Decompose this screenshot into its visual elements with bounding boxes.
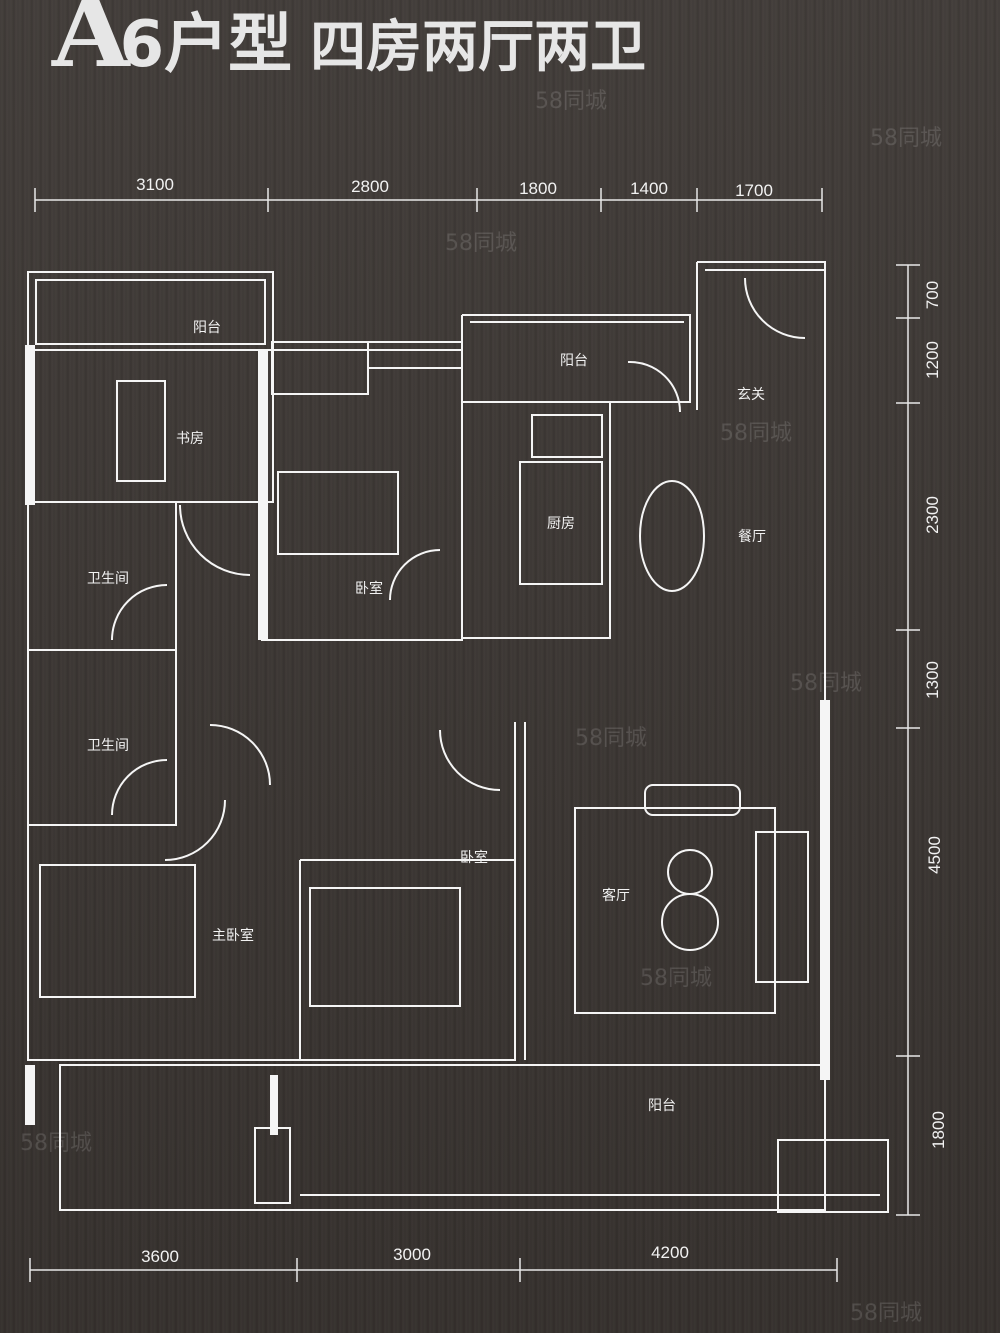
- watermark: 58同城: [575, 726, 647, 751]
- room-label-entrance: 玄关: [737, 386, 765, 403]
- page-title: A6户型四房两厅两卫: [52, 0, 647, 90]
- room-label-bedroom-top: 卧室: [355, 580, 383, 597]
- right-dim-6: 1800: [929, 1111, 948, 1149]
- room-label-kitchen: 厨房: [547, 516, 575, 532]
- room-label-living: 客厅: [602, 887, 630, 904]
- type-letter: A: [52, 0, 130, 90]
- room-label-kitchen-balcony: 阳台: [560, 353, 588, 369]
- watermark: 58同城: [870, 126, 942, 151]
- wall-fills: [25, 345, 830, 1135]
- watermark: 58同城: [790, 671, 862, 696]
- room-label-bath1: 卫生间: [87, 571, 129, 587]
- layout-description: 四房两厅两卫: [310, 15, 647, 80]
- bottom-dim-2: 3000: [393, 1245, 431, 1264]
- watermark: 58同城: [720, 421, 792, 446]
- bottom-dim-3: 4200: [651, 1243, 689, 1262]
- room-label-dining: 餐厅: [738, 529, 766, 545]
- room-label-master: 主卧室: [212, 927, 254, 944]
- watermark: 58同城: [445, 231, 517, 256]
- watermark: 58同城: [850, 1301, 922, 1326]
- top-dim-4: 1400: [630, 179, 668, 198]
- watermark: 58同城: [535, 89, 607, 114]
- room-label-bedroom-mid: 卧室: [460, 849, 488, 866]
- top-dim-1: 3100: [136, 175, 174, 194]
- type-suffix: 6户型: [119, 8, 293, 82]
- right-dim-1: 700: [923, 281, 942, 309]
- top-dim-2: 2800: [351, 177, 389, 196]
- watermark: 58同城: [20, 1131, 92, 1156]
- right-dim-3: 2300: [923, 496, 942, 534]
- right-dim-2: 1200: [923, 341, 942, 379]
- watermark: 58同城: [640, 966, 712, 991]
- room-label-south-balcony: 阳台: [648, 1098, 676, 1114]
- bottom-dim-1: 3600: [141, 1247, 179, 1266]
- walls: [27, 261, 889, 1213]
- right-dim-5: 4500: [925, 836, 944, 874]
- room-label-bath2: 卫生间: [87, 738, 129, 754]
- top-dim-5: 1700: [735, 181, 773, 200]
- right-dim-4: 1300: [923, 661, 942, 699]
- top-dim-3: 1800: [519, 179, 557, 198]
- room-label-study: 书房: [176, 431, 204, 447]
- room-label-study-balcony: 阳台: [193, 320, 221, 336]
